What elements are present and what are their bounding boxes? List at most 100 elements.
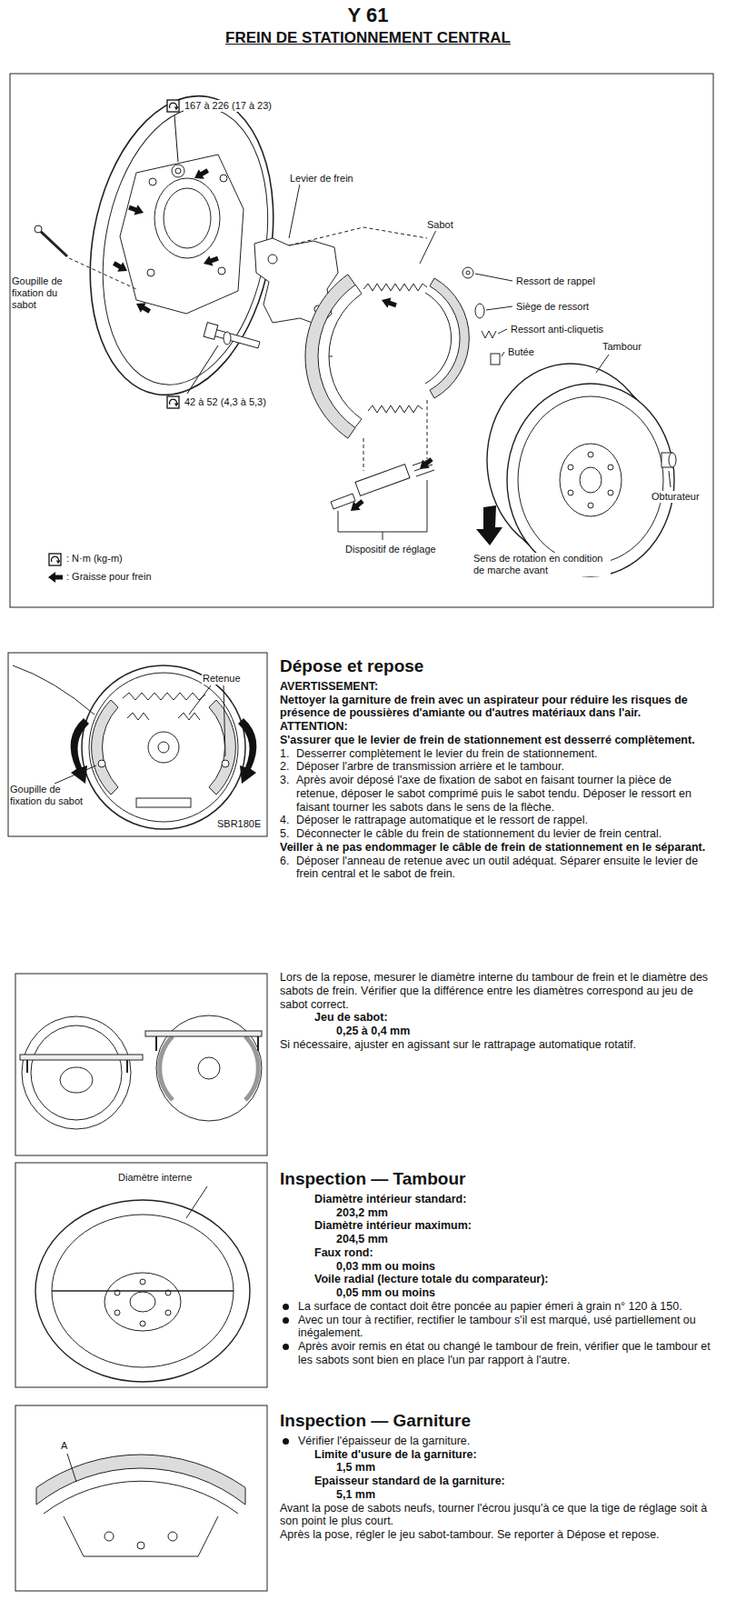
- part-name: Goupille de fixation du sabot: [9, 783, 88, 807]
- step-number: 4.: [279, 813, 297, 827]
- shoe-view: [67, 1452, 77, 1482]
- warning-text: ATTENTION:: [279, 719, 714, 734]
- spec-value: 1,5 mm: [279, 1460, 714, 1474]
- drum-brake-view: [91, 699, 119, 795]
- torque-symbol: [49, 99, 219, 566]
- torque-value: 42 à 52 (4,3 à 5,3): [183, 396, 268, 408]
- brake-shoe: [328, 293, 362, 419]
- brake-drum: [587, 502, 594, 508]
- step-row: 4.Déposer le rattrapage automatique et l…: [279, 813, 714, 827]
- spring-parts: [475, 303, 485, 319]
- measuring-view: [30, 1024, 122, 1120]
- part-name: Dispositif de réglage: [344, 543, 438, 556]
- fixing-pin: [34, 225, 42, 233]
- drum-view: [114, 1309, 120, 1315]
- brake-drum: [517, 396, 664, 564]
- torque-symbol: [167, 396, 180, 408]
- brake-drum: [507, 383, 675, 577]
- spec-name: Jeu de sabot:: [279, 1010, 714, 1025]
- rotation-arrow: [476, 505, 503, 546]
- measuring-view: [21, 1015, 131, 1129]
- torque-symbol: [175, 403, 179, 407]
- grease-arrow: [110, 258, 130, 276]
- spec-value: 0,25 à 0,4 mm: [279, 1024, 714, 1038]
- measuring-view: [159, 1035, 259, 1100]
- brake-lever: [268, 254, 278, 264]
- bullet-text: Avec un tour à rectifier, rectifier le t…: [298, 1312, 714, 1341]
- measuring-view: [145, 1030, 262, 1036]
- fixing-pin: [38, 228, 68, 257]
- mounting-bolt: [212, 328, 260, 349]
- torque-symbol: [49, 553, 61, 566]
- spec-value: 5,1 mm: [279, 1487, 714, 1502]
- brake-drum: [579, 467, 602, 493]
- text-section: Inspection — GarnitureVérifier l'épaisse…: [279, 1410, 714, 1542]
- step-text: Déposer l'anneau de retenue avec un outi…: [296, 854, 714, 882]
- spec-name: Voile radial (lecture totale du comparat…: [279, 1272, 714, 1286]
- drum-view: [129, 1291, 156, 1312]
- step-row: 6.Déposer l'anneau de retenue avec un ou…: [279, 854, 714, 882]
- part-name: Butée: [507, 346, 536, 359]
- part-name: Sabot: [426, 218, 455, 231]
- drum-brake-view: [148, 731, 180, 763]
- turn-arrow: [70, 717, 258, 784]
- torque-symbol: [167, 99, 180, 112]
- spec-name: Faux rond:: [279, 1245, 714, 1260]
- drum-view: [51, 1213, 234, 1367]
- torque-symbol: [175, 107, 179, 110]
- grease-symbol: [48, 571, 63, 583]
- figure-frame: [15, 1162, 268, 1387]
- shoe-view: [43, 1480, 239, 1513]
- backing-plate: [147, 268, 155, 277]
- drum-view: [35, 1185, 250, 1382]
- part-name: Tambour: [601, 340, 643, 353]
- drum-brake-view: [208, 699, 236, 795]
- bullet-text: Vérifier l'épaisseur de la garniture.: [298, 1433, 714, 1448]
- bullet-dot: [282, 1302, 289, 1310]
- grease-arrow: [191, 165, 211, 183]
- torque-symbol: [57, 560, 60, 564]
- drum-brake-view: [12, 665, 95, 715]
- figure-code: SBR180E: [216, 817, 262, 830]
- brake-shoe: [429, 278, 469, 398]
- grease-arrow: [110, 165, 436, 515]
- body-text: Lors de la repose, mesurer le diamètre i…: [279, 970, 714, 1011]
- spring-parts: [475, 273, 513, 357]
- spring-parts: [481, 330, 497, 339]
- torque-symbol: [167, 99, 180, 112]
- brake-shoe: [328, 284, 362, 428]
- drum-brake-view: [81, 665, 246, 829]
- brake-lever: [254, 227, 428, 326]
- brake-lever: [288, 227, 428, 246]
- body-text: Avant la pose de sabots neufs, tourner l…: [279, 1501, 714, 1529]
- drum-brake-view: [158, 741, 170, 753]
- brake-shoe: [425, 292, 452, 384]
- spring-parts: [490, 353, 500, 365]
- torque-symbol: [49, 553, 61, 566]
- grease-arrow: [379, 294, 398, 310]
- body-text: Si nécessaire, ajuster en agissant sur l…: [279, 1037, 714, 1052]
- warning-text: S'assurer que le levier de frein de stat…: [279, 733, 714, 747]
- step-number: 5.: [279, 826, 297, 841]
- shoe-view: [104, 1531, 114, 1541]
- body-text: Après la pose, régler le jeu sabot-tambo…: [279, 1527, 714, 1542]
- spec-value: 204,5 mm: [279, 1232, 714, 1246]
- drum-brake-view: [98, 759, 106, 767]
- drum-view: [139, 1320, 146, 1326]
- grease-arrow: [133, 298, 153, 317]
- turn-arrow: [238, 717, 257, 784]
- step-row: 3.Après avoir déposé l'axe de fixation d…: [279, 773, 714, 814]
- backing-plate: [171, 164, 185, 178]
- step-number: 6.: [279, 854, 297, 882]
- brake-drum: [559, 443, 622, 517]
- shoe-view: [63, 1515, 219, 1556]
- bullet-dot: [282, 1342, 289, 1350]
- grease-arrow: [110, 258, 130, 276]
- step-row: 5.Déconnecter le câble du frein de stati…: [279, 826, 714, 841]
- grease-symbol: [48, 571, 63, 583]
- figure-frame: [15, 1404, 268, 1591]
- bullet-dot: [282, 1437, 289, 1444]
- measuring-view: [59, 1066, 93, 1093]
- figure-frame: [8, 652, 268, 836]
